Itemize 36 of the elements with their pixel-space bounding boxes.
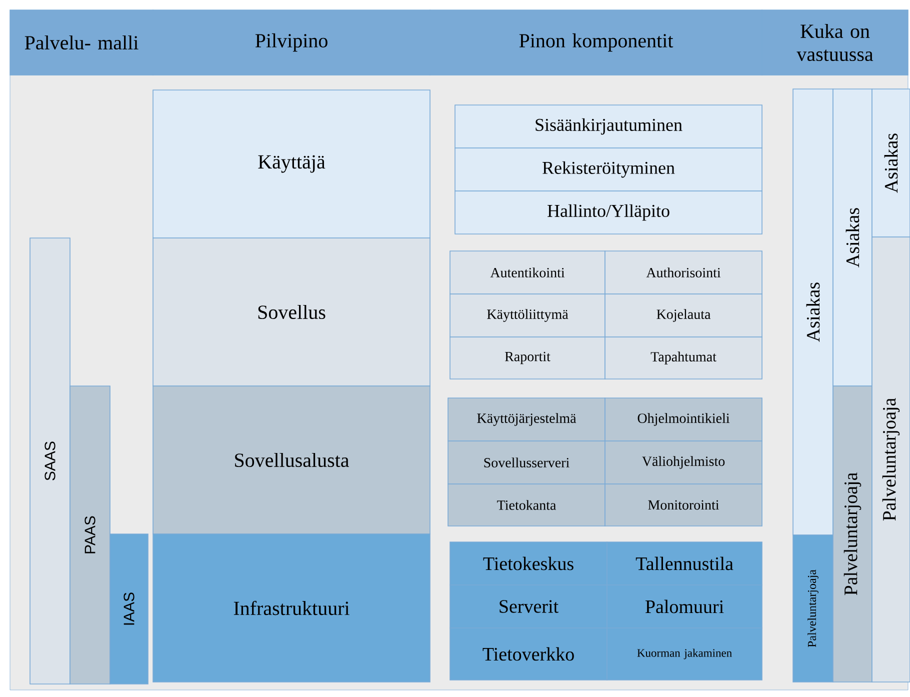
layer-box: Sovellus xyxy=(152,238,430,386)
layer-box: Käyttäjä xyxy=(152,90,430,238)
component-cell: Kuorman jakaminen xyxy=(606,628,762,680)
model-bar: PAAS xyxy=(70,386,110,684)
component-cell: Sisäänkirjautuminen xyxy=(454,104,762,148)
header-cell: Palvelu- malli xyxy=(10,10,154,76)
responsibility-bar: Palveluntarjoaja xyxy=(832,386,872,682)
layer-box: Infrastruktuuri xyxy=(152,534,430,682)
component-cell: Authorisointi xyxy=(604,250,762,294)
component-cell: Rekisteröityminen xyxy=(454,148,762,192)
component-cell: Tietokanta xyxy=(448,484,606,526)
component-cell: Raportit xyxy=(450,336,606,380)
header-cell: Pilvipino xyxy=(152,10,430,76)
responsibility-bar: Asiakas xyxy=(792,88,834,536)
responsibility-bar: Palveluntarjoaja xyxy=(792,534,834,682)
responsibility-bar: Asiakas xyxy=(872,88,910,238)
component-cell: Ohjelmointikieli xyxy=(604,398,762,442)
component-cell: Tietoverkko xyxy=(450,628,608,680)
component-cell: Väliohjelmisto xyxy=(604,440,762,484)
component-cell: Tapahtumat xyxy=(604,336,762,380)
component-cell: Hallinto/Ylläpito xyxy=(454,190,762,234)
responsibility-bar: Palveluntarjoaja xyxy=(872,236,910,682)
header-cell: Kuka on vastuussa xyxy=(762,10,908,76)
model-bar: IAAS xyxy=(110,534,148,684)
component-cell: Monitorointi xyxy=(604,484,762,526)
component-cell: Sovellusserveri xyxy=(448,440,606,484)
model-bar: SAAS xyxy=(30,238,70,684)
component-cell: Serverit xyxy=(450,584,608,628)
component-cell: Käyttöliittymä xyxy=(450,294,606,338)
component-cell: Käyttöjärjestelmä xyxy=(448,398,606,442)
component-cell: Tallennustila xyxy=(606,542,762,586)
component-cell: Autentikointi xyxy=(450,250,606,294)
layer-box: Sovellusalusta xyxy=(152,386,430,534)
component-cell: Kojelauta xyxy=(604,294,762,338)
component-cell: Tietokeskus xyxy=(450,542,608,586)
component-cell: Palomuuri xyxy=(606,584,762,628)
